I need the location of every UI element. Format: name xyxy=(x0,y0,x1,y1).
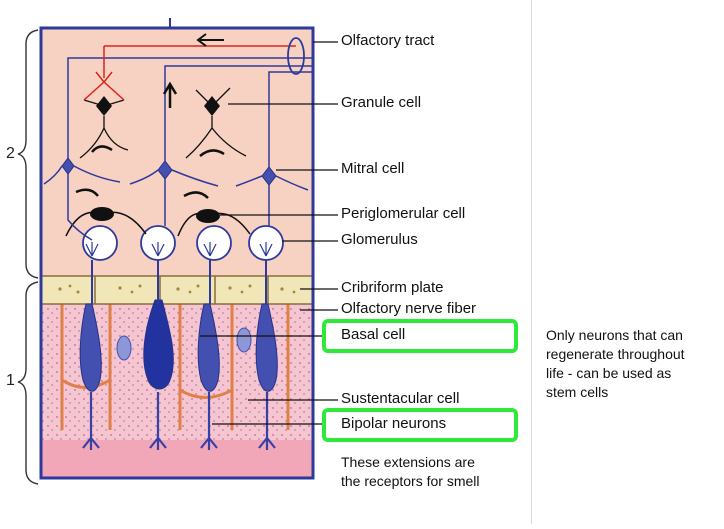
note-basal-line-2: regenerate throughout xyxy=(546,346,685,362)
label-periglomerular-cell: Periglomerular cell xyxy=(341,205,466,222)
mitral-dendrites xyxy=(43,57,313,241)
note-basal-line-4: stem cells xyxy=(546,384,609,400)
basal-cell-shapes xyxy=(116,327,252,361)
centrifugal-fiber xyxy=(83,45,296,101)
note-basal-line-3: life - can be used as xyxy=(546,365,672,381)
label-basal-cell: Basal cell xyxy=(341,326,406,343)
note-receptors-line-1: These extensions are xyxy=(341,454,475,470)
label-sustentacular-cell: Sustentacular cell xyxy=(341,390,460,407)
bipolar-neurons-highlight xyxy=(322,408,518,442)
region-number-lower: 1 xyxy=(6,372,15,389)
note-receptors: These extensions are the receptors for s… xyxy=(341,453,480,491)
dendrite-lines xyxy=(82,392,276,450)
olfactory-tract-bundle xyxy=(287,37,305,75)
cribriform-plate-shape xyxy=(40,275,314,305)
periglomerular-cell-shapes xyxy=(65,207,251,237)
region-braces xyxy=(17,29,39,485)
note-basal: Only neurons that can regenerate through… xyxy=(546,326,685,402)
label-olfactory-tract: Olfactory tract xyxy=(341,32,435,49)
granule-cell-shapes xyxy=(79,87,247,159)
label-cribriform-plate: Cribriform plate xyxy=(341,279,444,296)
label-olfactory-nerve-fiber: Olfactory nerve fiber xyxy=(341,300,477,317)
left-arrow-icon xyxy=(196,33,224,47)
label-mitral-cell: Mitral cell xyxy=(341,160,405,177)
note-basal-line-1: Only neurons that can xyxy=(546,327,683,343)
mitral-cell-shapes xyxy=(61,157,277,186)
up-arrow-icon xyxy=(162,81,178,108)
label-granule-cell: Granule cell xyxy=(341,94,422,111)
note-receptors-line-2: the receptors for smell xyxy=(341,473,480,489)
sustentacular-columns xyxy=(60,304,290,430)
basal-cell-highlight xyxy=(322,319,518,353)
nerve-fiber-lines xyxy=(91,260,267,304)
diagram-frame xyxy=(39,26,315,480)
region-number-upper: 2 xyxy=(6,145,15,162)
glomerulus-branches xyxy=(85,242,273,257)
column-divider xyxy=(531,0,532,524)
curved-arrow-icons xyxy=(75,145,225,199)
leader-lines xyxy=(200,41,338,425)
label-glomerulus: Glomerulus xyxy=(341,231,418,248)
label-bipolar-neurons: Bipolar neurons xyxy=(341,415,447,432)
bipolar-neuron-shapes xyxy=(79,299,278,392)
